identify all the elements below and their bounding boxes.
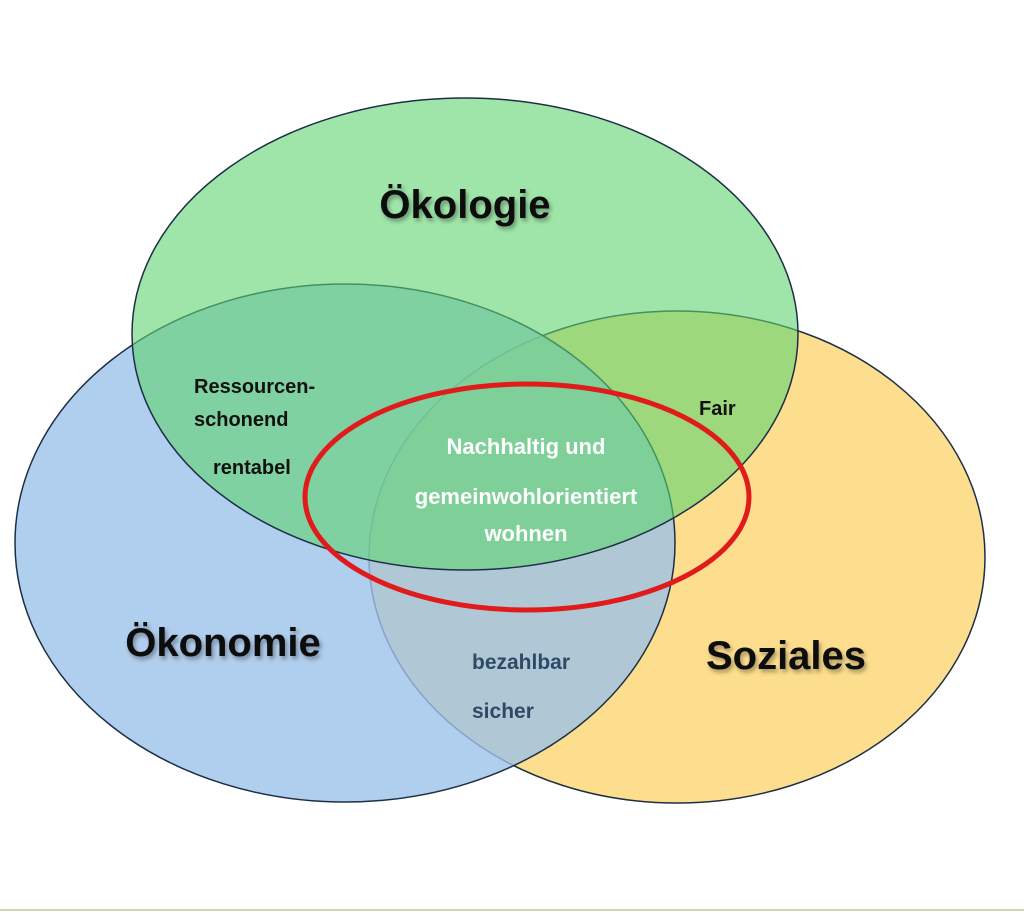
soziales-title: Soziales	[706, 634, 866, 678]
overlap-label-fair: Fair	[699, 398, 736, 420]
oekologie-title: Ökologie	[379, 182, 550, 227]
center-label-line-3: wohnen	[483, 521, 567, 546]
overlap-label-bezahlbar: bezahlbar	[472, 651, 570, 674]
oekonomie-title: Ökonomie	[125, 620, 321, 665]
bottom-divider	[0, 909, 1024, 911]
overlap-label-sicher: sicher	[472, 700, 534, 723]
overlap-label-schonend: schonend	[194, 409, 288, 431]
center-label-line-1: Nachhaltig und	[447, 434, 606, 459]
center-highlight-ring	[302, 381, 752, 613]
center-label-line-2: gemeinwohlorientiert	[415, 484, 638, 509]
overlap-label-rentabel: rentabel	[213, 457, 291, 479]
overlap-label-ressourcen: Ressourcen-	[194, 376, 315, 398]
oekologie-circle	[131, 97, 799, 571]
